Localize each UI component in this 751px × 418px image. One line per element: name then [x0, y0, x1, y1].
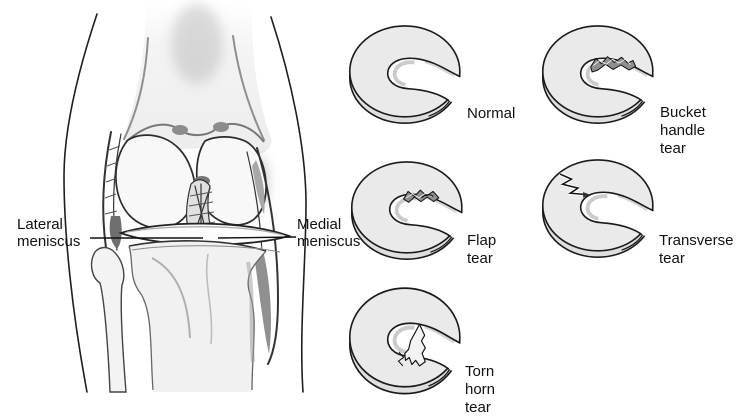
medial-meniscus-label-line1: Medial — [297, 216, 342, 233]
meniscus-bucket-handle-tear-illustration — [537, 22, 665, 131]
meniscus-normal-illustration — [344, 22, 472, 131]
meniscus-torn-horn-tear-illustration — [344, 284, 472, 402]
transverse-tear-marks — [559, 172, 590, 198]
lateral-ligament — [102, 131, 122, 251]
medial-meniscus-label: Medial meniscus — [297, 216, 361, 250]
lateral-meniscus-label: Lateral meniscus — [17, 216, 81, 250]
meniscus-flap-tear-illustration — [346, 158, 474, 267]
tibia — [128, 240, 281, 392]
bucket-handle-tear-marks — [590, 56, 637, 73]
femoral-condyles — [115, 134, 267, 229]
flap-tear-label: Flap tear — [467, 232, 497, 267]
medial-meniscus-label-line2: meniscus — [297, 232, 361, 250]
femur — [123, 1, 272, 208]
lateral-meniscus-label-line2: meniscus — [17, 232, 81, 250]
meniscus-transverse-tear-illustration — [537, 156, 665, 265]
medial-meniscus-pointer-line — [217, 236, 297, 239]
flap-tear-marks — [403, 189, 440, 203]
leg-contours — [63, 13, 307, 393]
normal-label: Normal — [467, 105, 516, 122]
transverse-tear-label: Transverse tear — [659, 232, 734, 267]
medial-ligament — [246, 147, 280, 365]
lateral-meniscus-label-line1: Lateral — [17, 216, 63, 233]
torn-horn-tear-marks — [397, 323, 426, 367]
torn-horn-tear-label: Torn horn tear — [465, 363, 496, 416]
fibula — [90, 246, 127, 393]
bucket-handle-tear-label: Bucket handle tear — [660, 104, 706, 157]
knee-anatomy-illustration — [63, 1, 307, 393]
